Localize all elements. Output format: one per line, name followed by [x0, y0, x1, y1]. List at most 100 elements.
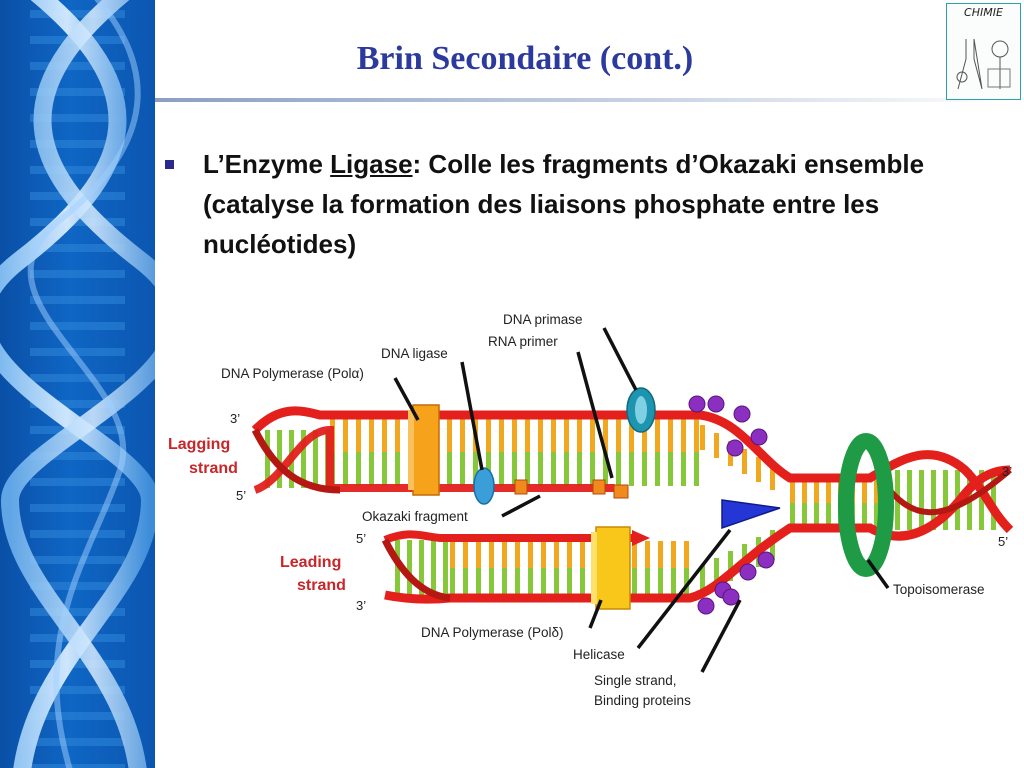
base-pair-rung: [577, 418, 582, 452]
ssb-proteins: [688, 395, 775, 615]
helix-rung: [30, 452, 125, 460]
base-pair-rung: [489, 541, 494, 568]
base-pair-rung: [343, 418, 348, 452]
base-pair-rung: [538, 418, 543, 452]
base-pair-rung: [756, 457, 761, 482]
base-pair-rung: [770, 465, 775, 490]
helix-rung: [30, 530, 125, 538]
base-pair-rung: [395, 540, 400, 596]
base-pair-rung: [567, 541, 572, 568]
base-pair-rung: [991, 470, 996, 530]
rna-primer-block: [613, 484, 629, 499]
helix-rung: [30, 244, 125, 252]
base-pair-rung: [907, 470, 912, 530]
base-pair-rung: [931, 470, 936, 530]
chemistry-logo: CHIMIE: [946, 3, 1021, 100]
helix-rung: [30, 348, 125, 356]
base-pair-rung: [382, 452, 387, 486]
lagging-label-line1: Lagging: [168, 436, 230, 453]
base-pair-rung: [979, 470, 984, 530]
base-pair-rung: [369, 452, 374, 486]
base-pair-rung: [528, 541, 533, 568]
base-pair-rung: [554, 568, 559, 596]
pol-alpha-label: DNA Polymerase (Polα): [221, 366, 364, 381]
base-pair-rung: [629, 452, 634, 486]
ssb-protein: [739, 563, 757, 581]
base-pair-rung: [874, 503, 879, 526]
base-pair-rung: [512, 452, 517, 486]
base-pair-rung: [502, 568, 507, 596]
logo-caption: CHIMIE: [964, 6, 1003, 19]
base-pair-rung: [862, 503, 867, 526]
base-pair-rung: [742, 449, 747, 474]
base-pair-rung: [551, 418, 556, 452]
helicase-label: Helicase: [573, 647, 625, 662]
base-pair-rung: [802, 503, 807, 526]
base-pair-rung: [668, 452, 673, 486]
okazaki-fragment-label: Okazaki fragment: [362, 509, 468, 524]
lagging-5prime: 5’: [236, 488, 246, 503]
ssb-label-line2: Binding proteins: [594, 693, 691, 708]
base-pair-rung: [277, 430, 282, 488]
base-pair-rung: [645, 541, 650, 568]
base-pair-rung: [681, 418, 686, 452]
helix-rung: [30, 296, 125, 304]
replication-fork-svg: DNA primase RNA primer DNA ligase DNA Po…: [168, 312, 1014, 708]
base-pair-rung: [419, 540, 424, 596]
helix-rung: [30, 686, 125, 694]
helix-rung: [30, 660, 125, 668]
primase-highlight: [635, 396, 647, 424]
base-pair-rung: [714, 558, 719, 588]
base-pair-rung: [476, 568, 481, 596]
base-pair-rung: [567, 568, 572, 596]
base-pair-rung: [473, 452, 478, 486]
base-pair-rung: [528, 568, 533, 596]
lagging-3prime: 3’: [230, 411, 240, 426]
ssb-label-line1: Single strand,: [594, 673, 677, 688]
base-pair-rung: [460, 452, 465, 486]
base-pair-rung: [369, 418, 374, 452]
dna-helix-decoration: [0, 0, 155, 768]
polymerase-delta-face: [591, 532, 597, 604]
base-pair-rung: [658, 568, 663, 596]
base-pair-rung: [515, 568, 520, 596]
base-pair-rung: [395, 452, 400, 486]
ssb-protein: [733, 405, 751, 423]
helix-rung: [30, 478, 125, 486]
base-pair-rung: [629, 418, 634, 452]
base-pair-rung: [551, 452, 556, 486]
base-pair-rung: [658, 541, 663, 568]
base-pair-rung: [603, 452, 608, 486]
helix-rung: [30, 712, 125, 720]
leading-helix-backbone: [381, 538, 451, 602]
base-pair-rung: [580, 568, 585, 596]
base-pair-rung: [431, 540, 436, 596]
base-pair-rung: [407, 540, 412, 596]
base-pair-rung: [790, 503, 795, 526]
base-pair-rung: [694, 452, 699, 486]
base-pair-rung: [616, 418, 621, 452]
base-pair-rung: [714, 433, 719, 458]
base-pair-rung: [541, 568, 546, 596]
base-pair-rung: [814, 480, 819, 503]
base-pair-rung: [356, 452, 361, 486]
helix-rung: [30, 166, 125, 174]
base-pair-rung: [671, 568, 676, 596]
helix-rung: [30, 140, 125, 148]
base-pair-rung: [632, 568, 637, 596]
helix-rung: [30, 374, 125, 382]
base-pair-rung: [668, 418, 673, 452]
helix-rung: [30, 764, 125, 768]
helix-rung: [30, 504, 125, 512]
base-pair-rung: [700, 565, 705, 595]
base-pair-rung: [460, 418, 465, 452]
helix-rung: [30, 322, 125, 330]
helix-art: [0, 0, 155, 768]
leading-label-line2: strand: [297, 577, 346, 594]
ligase-enzyme: [473, 467, 495, 505]
base-pair-rung: [681, 452, 686, 486]
base-pair-rung: [486, 418, 491, 452]
base-pair-rung: [447, 418, 452, 452]
pol-delta-label: DNA Polymerase (Polδ): [421, 625, 564, 640]
base-pair-rung: [447, 452, 452, 486]
